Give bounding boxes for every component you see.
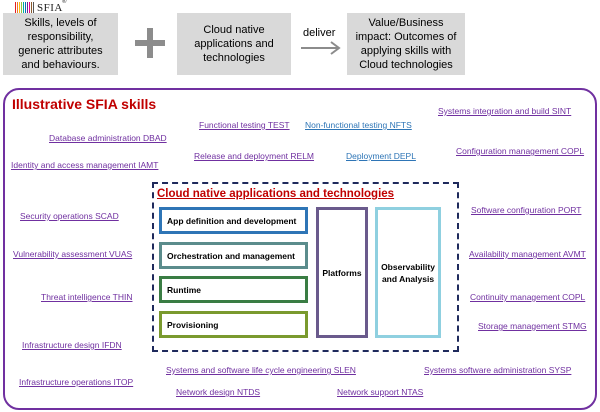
value-box-text: Value/Business impact: Outcomes of apply… (355, 17, 457, 71)
skill-sysp[interactable]: Systems software administration SYSP (424, 365, 572, 375)
value-box: Value/Business impact: Outcomes of apply… (347, 13, 465, 75)
layer-app-definition-label: App definition and development (167, 215, 297, 226)
layer-runtime-label: Runtime (167, 284, 201, 295)
skill-depl[interactable]: Deployment DEPL (346, 151, 416, 161)
logo-stripes (15, 2, 34, 14)
logo-stripe (31, 2, 32, 14)
cloud-native-title: Cloud native applications and technologi… (157, 188, 395, 200)
skill-avmt[interactable]: Availability management AVMT (469, 249, 586, 259)
illustrative-skills-frame (3, 88, 597, 410)
sfia-logo: SFIA ® (15, 0, 66, 16)
logo-stripe (25, 2, 26, 14)
observability-label: Observability and Analysis (381, 261, 435, 284)
logo-stripe (33, 2, 34, 14)
logo-stripe (15, 2, 16, 14)
cloud-native-box: Cloud native applications and technologi… (177, 13, 291, 75)
platforms-label: Platforms (322, 267, 362, 278)
skill-scad[interactable]: Security operations SCAD (20, 211, 119, 221)
logo-text: SFIA (37, 2, 63, 14)
logo-stripe (29, 2, 30, 14)
plus-icon (135, 28, 165, 58)
cloud-native-box-text: Cloud native applications and technologi… (194, 24, 274, 64)
layer-orchestration: Orchestration and management (159, 242, 308, 269)
skill-stmg[interactable]: Storage management STMG (478, 321, 587, 331)
deliver-label: deliver (303, 27, 336, 39)
skill-itop[interactable]: Infrastructure operations ITOP (19, 377, 134, 387)
skill-nfts[interactable]: Non-functional testing NFTS (305, 120, 412, 130)
skill-copl-config[interactable]: Configuration management COPL (456, 146, 585, 156)
skills-box: Skills, levels of responsibility, generi… (3, 13, 118, 75)
skill-test[interactable]: Functional testing TEST (199, 120, 290, 130)
skill-port[interactable]: Software configuration PORT (471, 205, 582, 215)
layer-runtime: Runtime (159, 276, 308, 303)
logo-stripe (21, 2, 22, 14)
skill-ifdn[interactable]: Infrastructure design IFDN (22, 340, 122, 350)
skill-vuas[interactable]: Vulnerability assessment VUAS (13, 249, 133, 259)
skill-ntds[interactable]: Network design NTDS (176, 387, 261, 397)
logo-trademark: ® (62, 0, 67, 5)
skill-ntas[interactable]: Network support NTAS (337, 387, 424, 397)
skill-thin[interactable]: Threat intelligence THIN (41, 292, 133, 302)
arrow-right-icon (301, 41, 341, 55)
skill-sint[interactable]: Systems integration and build SINT (438, 106, 572, 116)
skill-dbad[interactable]: Database administration DBAD (49, 133, 167, 143)
platforms-column: Platforms (316, 207, 368, 338)
skill-copl-cont[interactable]: Continuity management COPL (470, 292, 586, 302)
layer-app-definition: App definition and development (159, 207, 308, 234)
layer-provisioning: Provisioning (159, 311, 308, 338)
skill-iamt[interactable]: Identity and access management IAMT (11, 160, 159, 170)
logo-stripe (17, 2, 18, 14)
skill-slen[interactable]: Systems and software life cycle engineer… (166, 365, 356, 375)
layer-provisioning-label: Provisioning (167, 319, 219, 330)
logo-stripe (27, 2, 28, 14)
skill-relm[interactable]: Release and deployment RELM (194, 151, 315, 161)
cloud-native-frame (152, 182, 459, 352)
logo-stripe (19, 2, 20, 14)
skills-box-text: Skills, levels of responsibility, generi… (18, 17, 103, 71)
illustrative-skills-title: Illustrative SFIA skills (12, 96, 157, 112)
observability-column: Observability and Analysis (375, 207, 441, 338)
layer-orchestration-label: Orchestration and management (167, 250, 296, 261)
logo-stripe (23, 2, 24, 14)
